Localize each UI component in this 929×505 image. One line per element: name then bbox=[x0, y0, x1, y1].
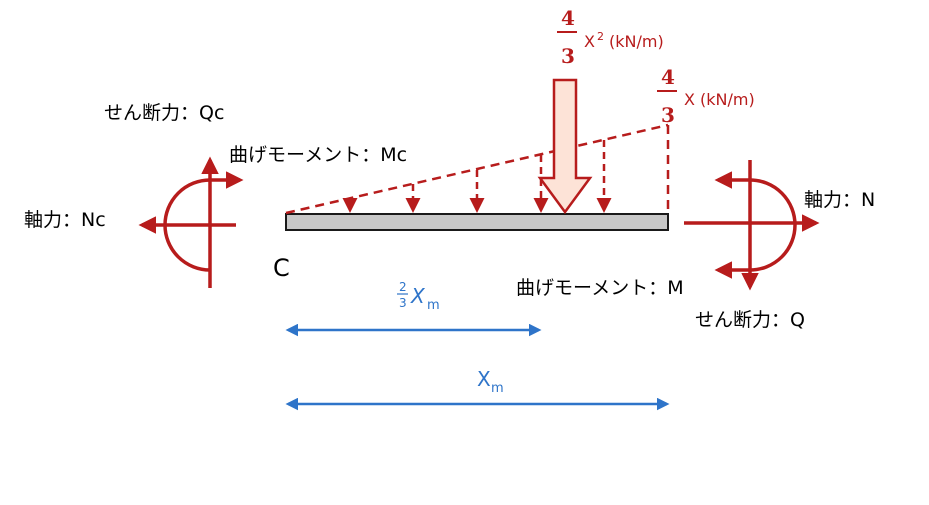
resultant-load-label: 4 3 X 2 (kN/m) bbox=[557, 6, 664, 68]
moment-arc-right bbox=[714, 178, 797, 279]
resultant-force-arrow bbox=[537, 78, 593, 215]
point-c-label: C bbox=[273, 254, 290, 282]
fraction-denominator: 3 bbox=[399, 296, 407, 310]
resultant-exponent: 2 bbox=[597, 30, 604, 43]
moment-label-right: 曲げモーメント：M bbox=[516, 277, 684, 299]
length-subscript: m bbox=[491, 381, 504, 396]
fraction-numerator: 2 bbox=[399, 280, 407, 294]
moment-arc-left bbox=[163, 171, 244, 272]
dimension-lines bbox=[285, 323, 670, 411]
fraction-numerator: 4 bbox=[661, 65, 675, 89]
two-thirds-subscript: m bbox=[427, 298, 440, 313]
fraction-numerator: 4 bbox=[561, 6, 575, 30]
right-end-forces bbox=[684, 160, 820, 291]
fraction-denominator: 3 bbox=[561, 44, 575, 68]
length-variable: X bbox=[477, 367, 491, 391]
axial-label-right: 軸力：N bbox=[804, 189, 875, 211]
two-thirds-length-label: 2 3 X m bbox=[397, 280, 440, 313]
distributed-load bbox=[285, 123, 670, 215]
shear-label-left: せん断力：Qc bbox=[104, 102, 224, 124]
resultant-unit: (kN/m) bbox=[609, 32, 664, 51]
axial-label-left: 軸力：Nc bbox=[24, 209, 106, 231]
two-thirds-variable: X bbox=[410, 284, 426, 308]
beam bbox=[285, 213, 669, 231]
intensity-load-label: 4 3 X (kN/m) bbox=[657, 65, 755, 127]
fraction-denominator: 3 bbox=[661, 103, 675, 127]
moment-label-left: 曲げモーメント：Mc bbox=[229, 144, 407, 166]
resultant-variable: X bbox=[584, 32, 595, 51]
shear-label-right: せん断力：Q bbox=[695, 309, 805, 331]
intensity-text: X (kN/m) bbox=[684, 90, 755, 109]
left-end-forces bbox=[138, 156, 244, 288]
length-label: X m bbox=[477, 367, 504, 396]
